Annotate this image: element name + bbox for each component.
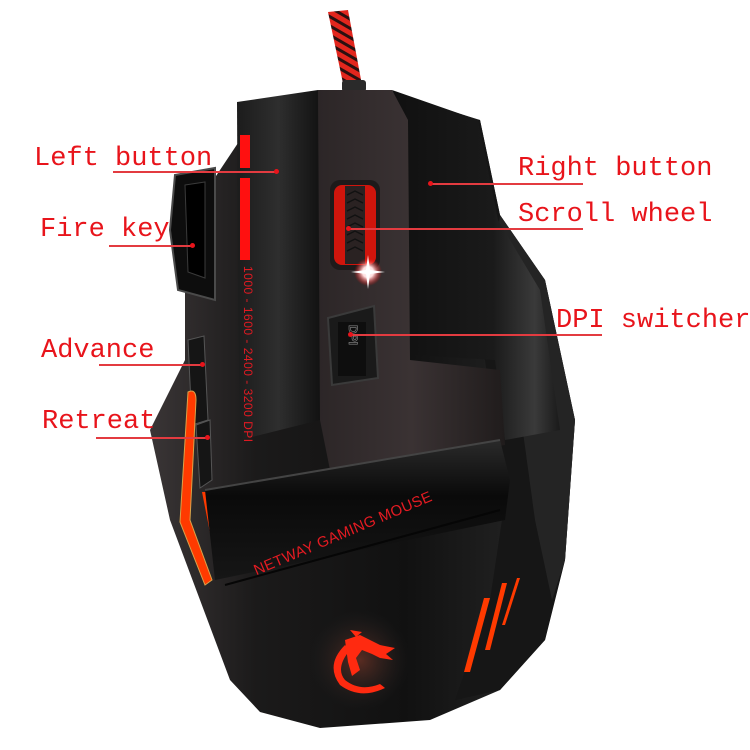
right-button-shell: [392, 90, 560, 440]
leader-left-button: [113, 171, 276, 173]
pointer-dot: [274, 169, 279, 174]
dpi-range-print: 1000 - 1600 - 2400 - 3200 DPI: [241, 266, 255, 443]
left-button-shell: [237, 90, 320, 440]
label-scroll-wheel: Scroll wheel: [518, 200, 713, 230]
leader-fire-key: [109, 245, 193, 247]
label-fire-key: Fire key: [40, 215, 170, 245]
pointer-dot: [200, 362, 205, 367]
pointer-dot: [205, 435, 210, 440]
label-left-button: Left button: [34, 144, 213, 174]
leader-scroll-wheel: [348, 228, 583, 230]
pointer-dot: [190, 243, 195, 248]
leader-advance: [99, 364, 204, 366]
leader-dpi-switcher: [350, 334, 602, 336]
pointer-dot: [346, 226, 351, 231]
label-dpi-switcher: DPI switcher: [556, 306, 750, 336]
label-advance: Advance: [41, 336, 155, 366]
dragon-logo-icon: [333, 630, 395, 694]
braided-cable: [328, 10, 362, 88]
leader-retreat: [96, 437, 208, 439]
pointer-dot: [428, 181, 433, 186]
label-retreat: Retreat: [42, 407, 156, 437]
label-right-button: Right button: [518, 154, 713, 184]
pointer-dot: [348, 332, 353, 337]
leader-right-button: [430, 183, 583, 185]
